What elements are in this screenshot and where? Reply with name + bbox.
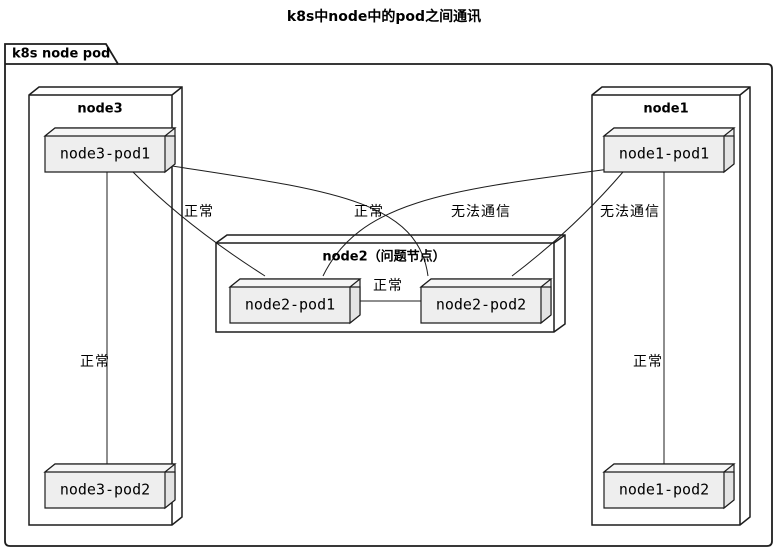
pod-label-node1-pod1: node1-pod1 [618, 144, 710, 163]
pod-node2-pod2 [419, 278, 553, 325]
frame-label: k8s node pod [12, 46, 111, 62]
node2-title: node2（问题节点） [322, 249, 446, 265]
edge-label-node3pod1-node2pod1: 正常 [184, 204, 214, 220]
edge-label-node1pod1-node2pod2: 无法通信 [600, 204, 660, 220]
edges [106, 165, 665, 464]
edge-label-node1pod1-node1pod2: 正常 [633, 354, 663, 370]
pod-label-node3-pod2: node3-pod2 [59, 480, 151, 499]
pod-label-node2-pod1: node2-pod1 [244, 295, 336, 314]
pod-node3-pod2 [43, 463, 177, 510]
pod-node3-pod1 [43, 127, 177, 174]
frame [4, 43, 773, 547]
frame-border [4, 43, 773, 547]
node1-container [591, 86, 751, 526]
edge-node3-pod1-node2-pod1 [132, 171, 266, 277]
pod-node1-pod2 [602, 463, 736, 510]
edge-node3-pod1-node2-pod2 [171, 165, 429, 277]
edge-label-node1pod1-node2pod1: 无法通信 [451, 204, 511, 220]
pod-label-node1-pod2: node1-pod2 [618, 480, 710, 499]
pod-node1-pod1 [602, 127, 736, 174]
edge-node1-pod1-node2-pod2 [511, 171, 624, 277]
pod-node2-pod1 [228, 278, 362, 325]
diagram-title: k8s中node中的pod之间通讯 [286, 9, 482, 25]
edge-label-node2pod1-node2pod2: 正常 [373, 278, 403, 294]
node1-title: node1 [643, 101, 689, 117]
edge-label-node3pod1-node2pod2: 正常 [354, 204, 384, 220]
edge-label-node3pod1-node3pod2: 正常 [80, 354, 110, 370]
node3-container [28, 86, 183, 526]
pod-label-node3-pod1: node3-pod1 [59, 144, 151, 163]
pods [43, 127, 736, 510]
node3-title: node3 [77, 101, 123, 117]
edge-node1-pod1-node2-pod1 [322, 168, 611, 277]
pod-label-node2-pod2: node2-pod2 [435, 295, 527, 314]
